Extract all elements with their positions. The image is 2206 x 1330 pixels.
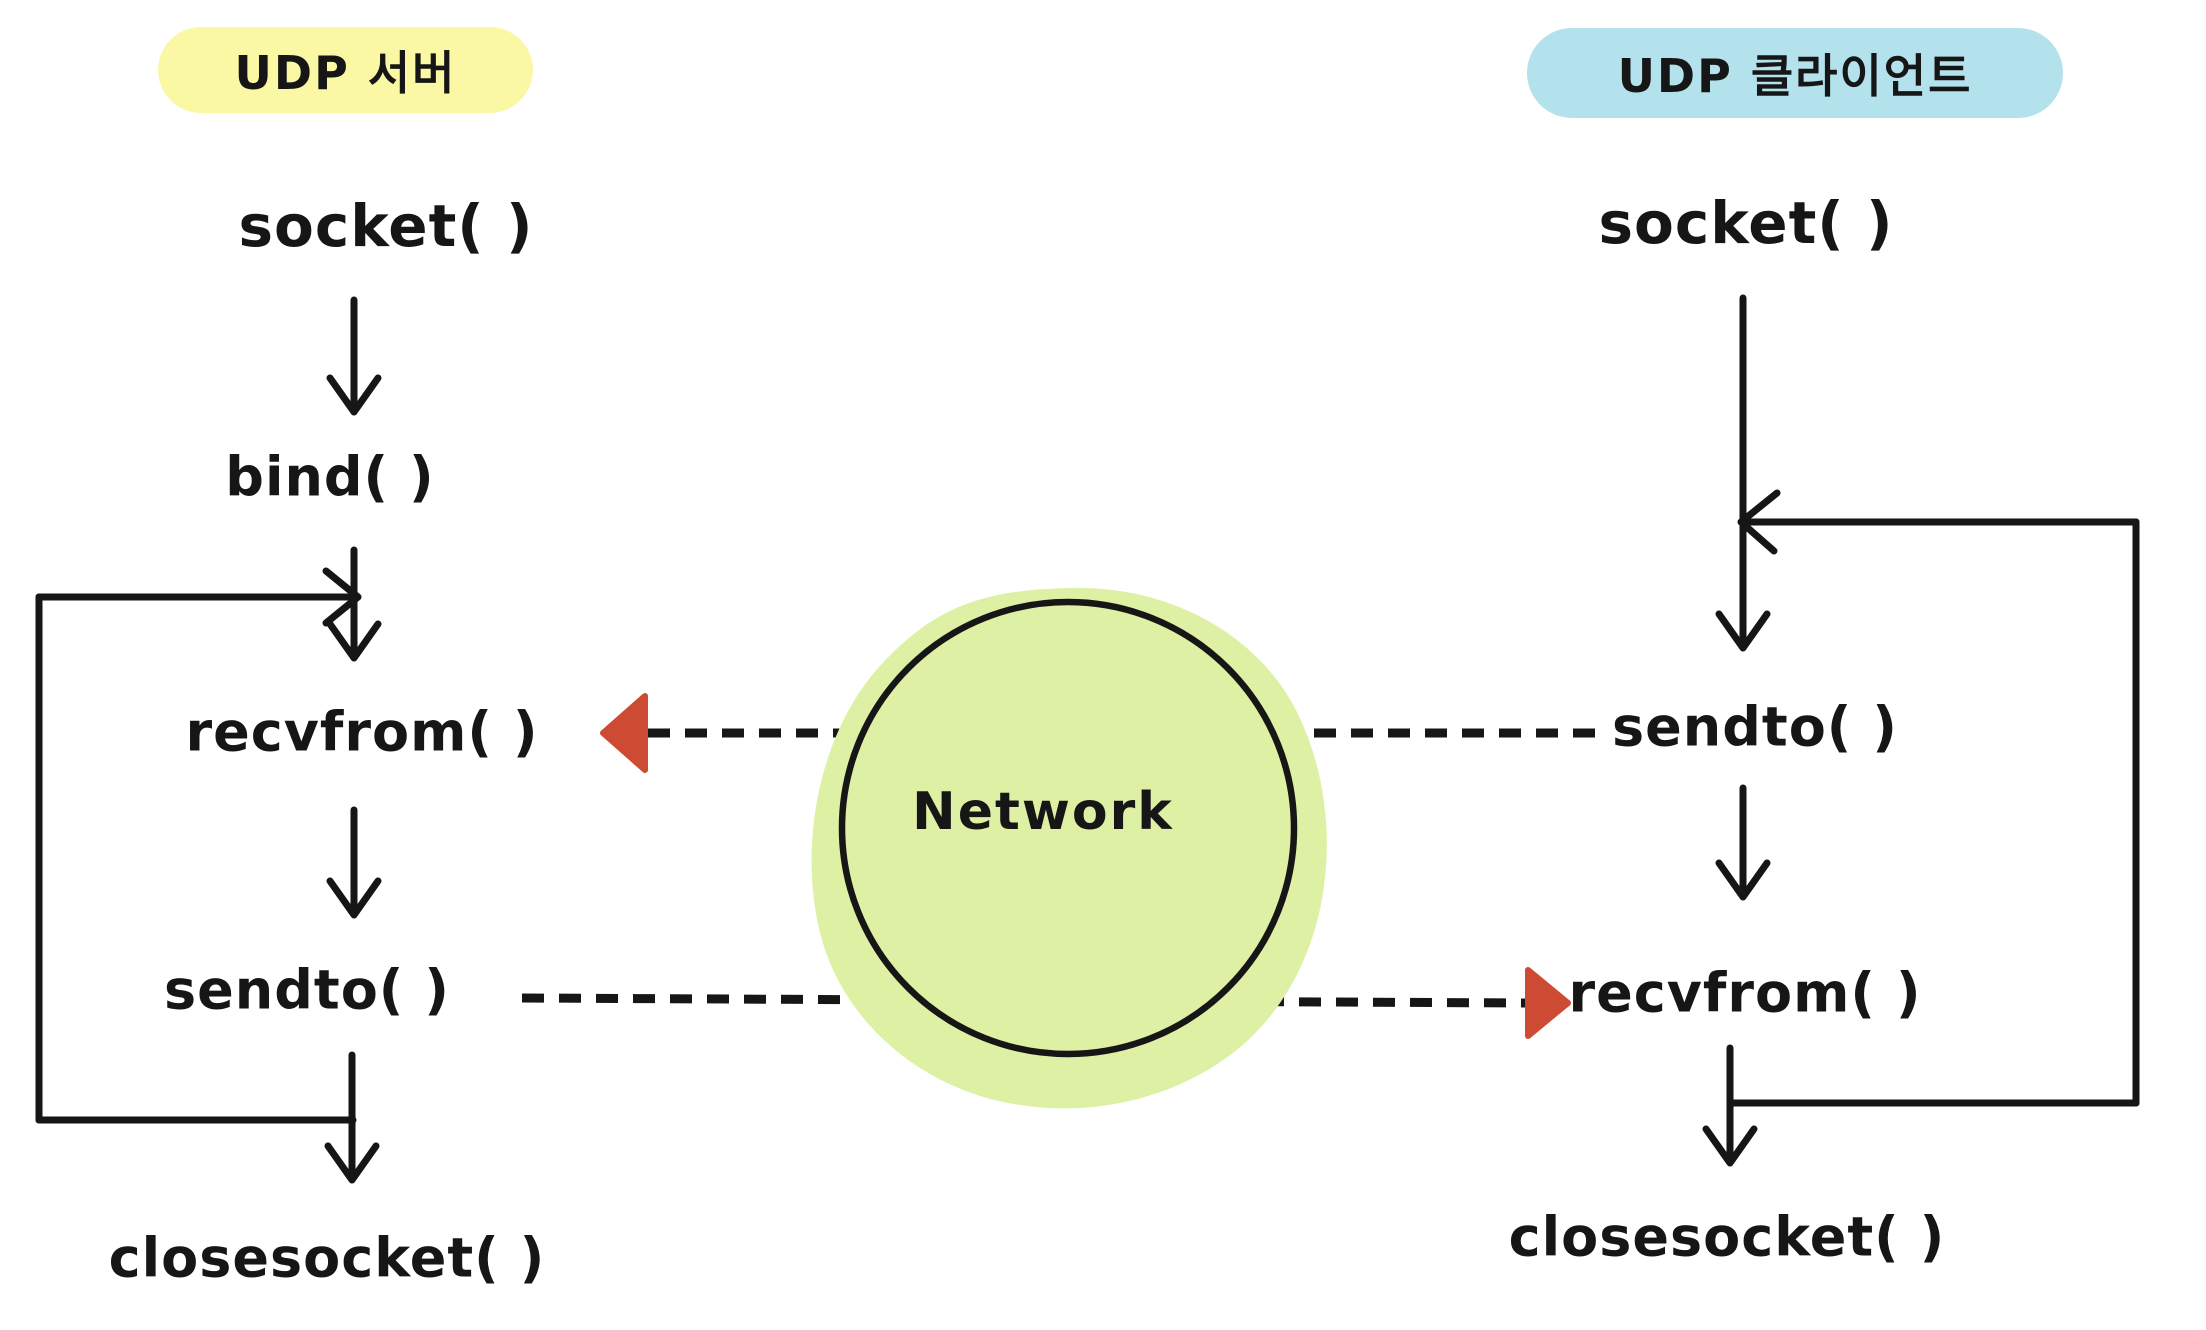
client-title-pill: UDP 클라이언트 [1527,28,2063,118]
client-arrowhead-socket-sendto-icon [1715,610,1771,652]
server-bind-label: bind( ) [225,445,435,509]
client-closesocket-label: closesocket( ) [1508,1205,1946,1269]
server-title-pill: UDP 서버 [158,27,533,113]
server-title-label: UDP 서버 [234,46,457,100]
server-loop-arrowhead-icon [322,567,362,627]
server-recvfrom-label: recvfrom( ) [185,700,539,764]
server-closesocket-label: closesocket( ) [108,1226,546,1290]
client-sendto-label: sendto( ) [1612,695,1898,759]
client-arrowhead-sendto-recvfrom-icon [1715,859,1771,901]
server-arrowhead-socket-bind-icon [326,374,382,416]
red-arrowhead-left-icon [600,693,648,773]
server-sendto-label: sendto( ) [164,958,450,1022]
red-arrowhead-right-icon [1525,967,1571,1039]
server-arrowhead-bind-recvfrom-icon [326,620,382,662]
server-arrowhead-sendto-closesocket-icon [324,1142,380,1184]
network-circle [838,598,1298,1058]
network-label: Network [912,782,1174,842]
server-socket-label: socket( ) [238,192,534,260]
client-title-label: UDP 클라이언트 [1617,49,1973,103]
client-loop-arrowhead-icon [1737,489,1781,555]
client-arrowhead-recvfrom-closesocket-icon [1702,1125,1758,1167]
client-socket-label: socket( ) [1598,189,1894,257]
client-recvfrom-label: recvfrom( ) [1568,961,1922,1025]
server-arrowhead-recvfrom-sendto-icon [326,877,382,919]
